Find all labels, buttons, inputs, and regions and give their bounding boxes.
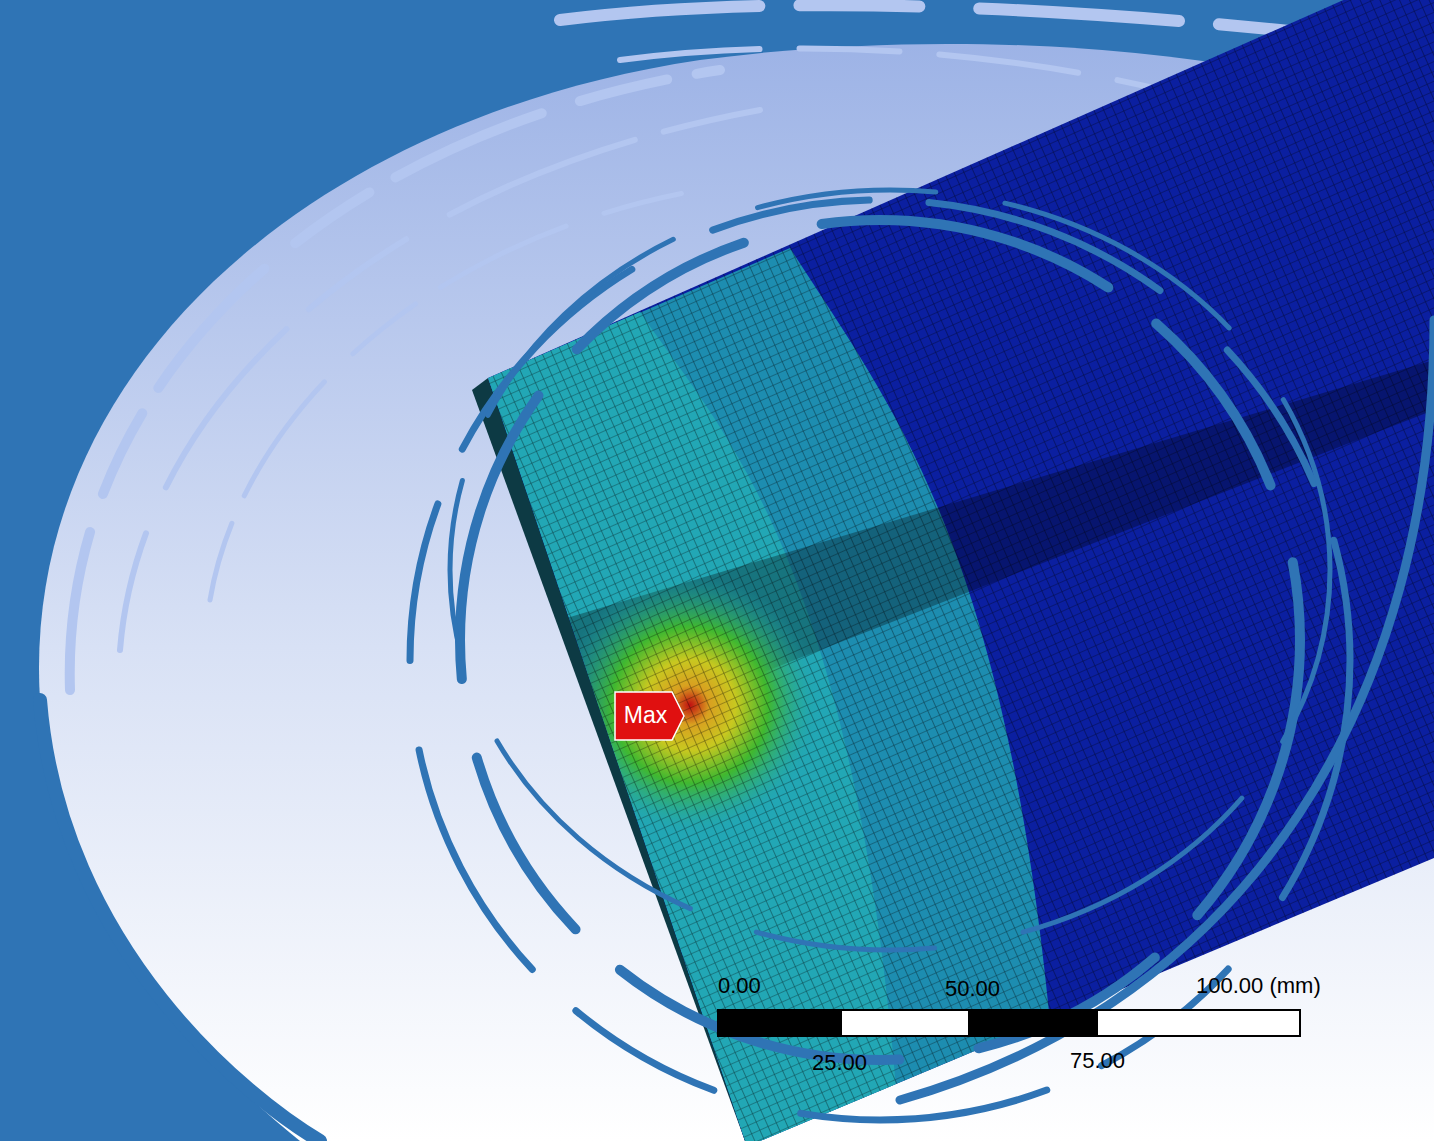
scale-value: 50.00 bbox=[945, 978, 1000, 1000]
scale-value: 0.00 bbox=[718, 975, 761, 997]
scale-value: 25.00 bbox=[812, 1052, 867, 1074]
scale-value: 75.00 bbox=[1070, 1050, 1125, 1072]
max-tag: Max bbox=[624, 704, 667, 727]
scale-value: 100.00 (mm) bbox=[1196, 975, 1321, 997]
